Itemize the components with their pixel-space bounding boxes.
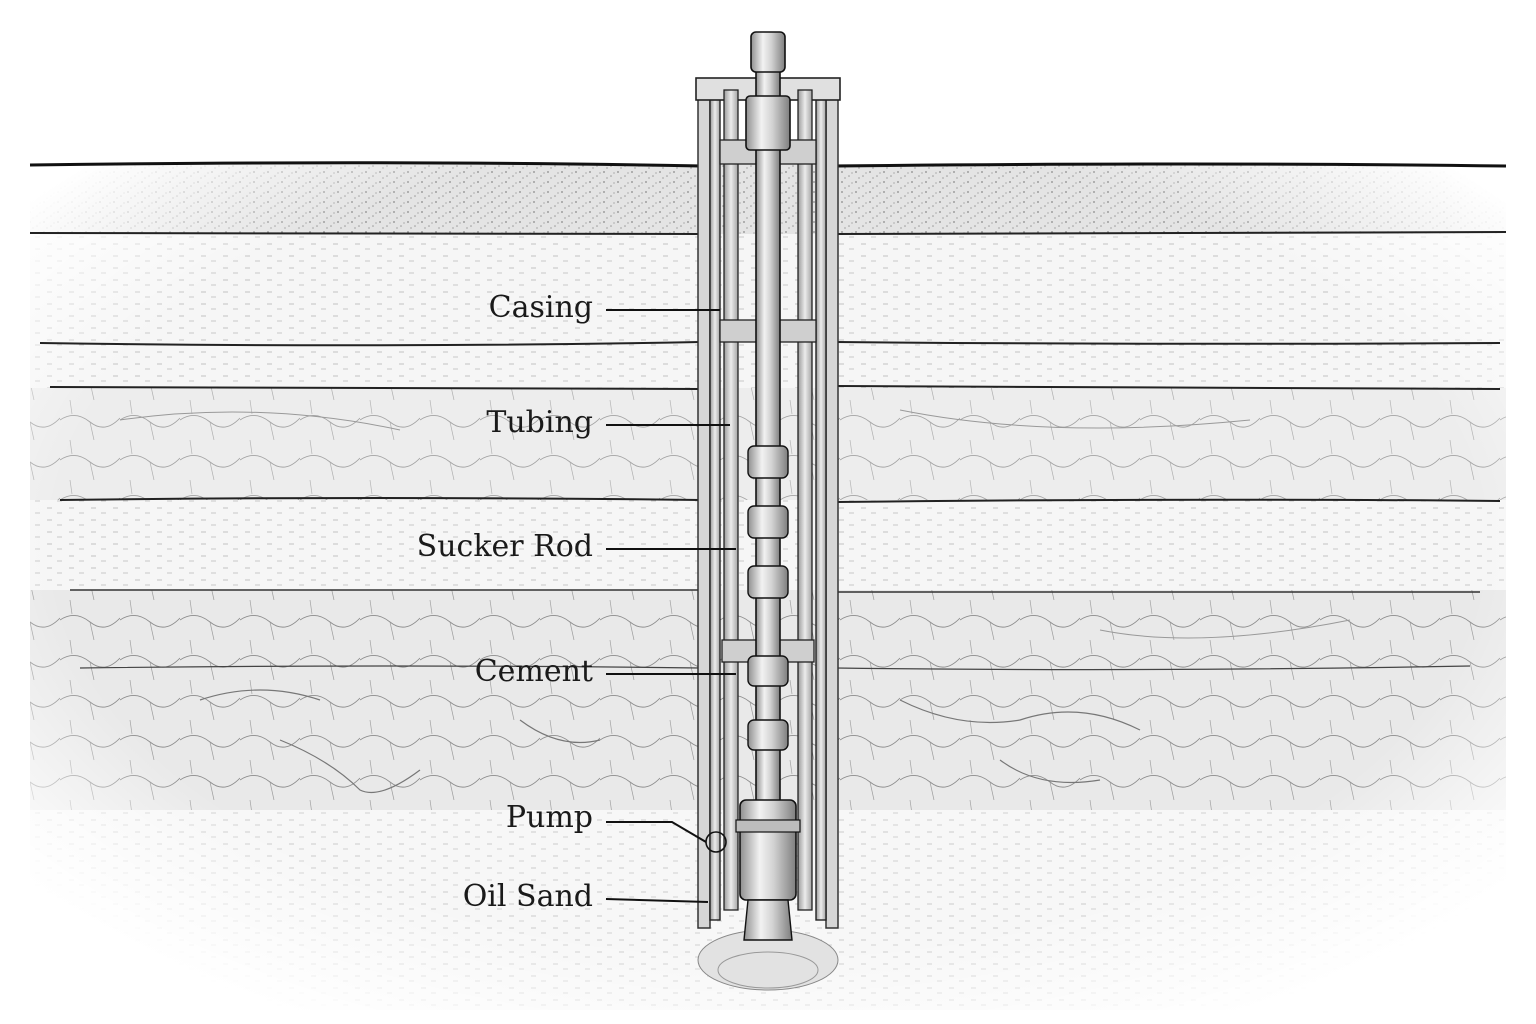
leader-lines (605, 309, 736, 903)
cement-wall-left (697, 95, 711, 929)
label-sucker-rod: Sucker Rod (416, 529, 593, 564)
crack-lines (199, 689, 1141, 794)
stratum-line (29, 231, 1507, 235)
crack-lines (119, 409, 1351, 639)
tubing-right (797, 89, 813, 911)
stratum-line (79, 665, 1471, 671)
label-tubing: Tubing (486, 405, 593, 440)
casing-left (709, 79, 721, 921)
rod-coupling (747, 719, 789, 751)
tubing-left (723, 89, 739, 911)
casing-right (815, 79, 827, 921)
pump-intake (743, 899, 793, 941)
stratum-line (39, 341, 1501, 347)
oil-sand-pool-ring (717, 951, 819, 989)
rod-coupling (747, 505, 789, 539)
sucker-rod (755, 59, 781, 821)
stratum-line (835, 162, 1507, 168)
leader-pump (606, 821, 707, 843)
stratum-line (59, 497, 1501, 503)
pump-barrel (739, 799, 797, 901)
rod-top (750, 31, 786, 73)
rod-coupling (747, 445, 789, 479)
label-casing: Casing (488, 290, 593, 325)
label-pump: Pump (505, 800, 593, 835)
rod-coupling (747, 655, 789, 687)
cement-wall-right (825, 95, 839, 929)
stratum-line (29, 161, 701, 168)
stratum-line (49, 385, 1501, 390)
well-assembly (695, 31, 841, 941)
stratum-line (70, 589, 1480, 593)
label-cement: Cement (474, 654, 593, 689)
leader-oil-sand (605, 898, 709, 903)
rod-coupling (747, 565, 789, 599)
polished-rod-clamp (745, 95, 791, 151)
pump-ring (735, 819, 801, 833)
label-oil-sand: Oil Sand (462, 879, 593, 914)
